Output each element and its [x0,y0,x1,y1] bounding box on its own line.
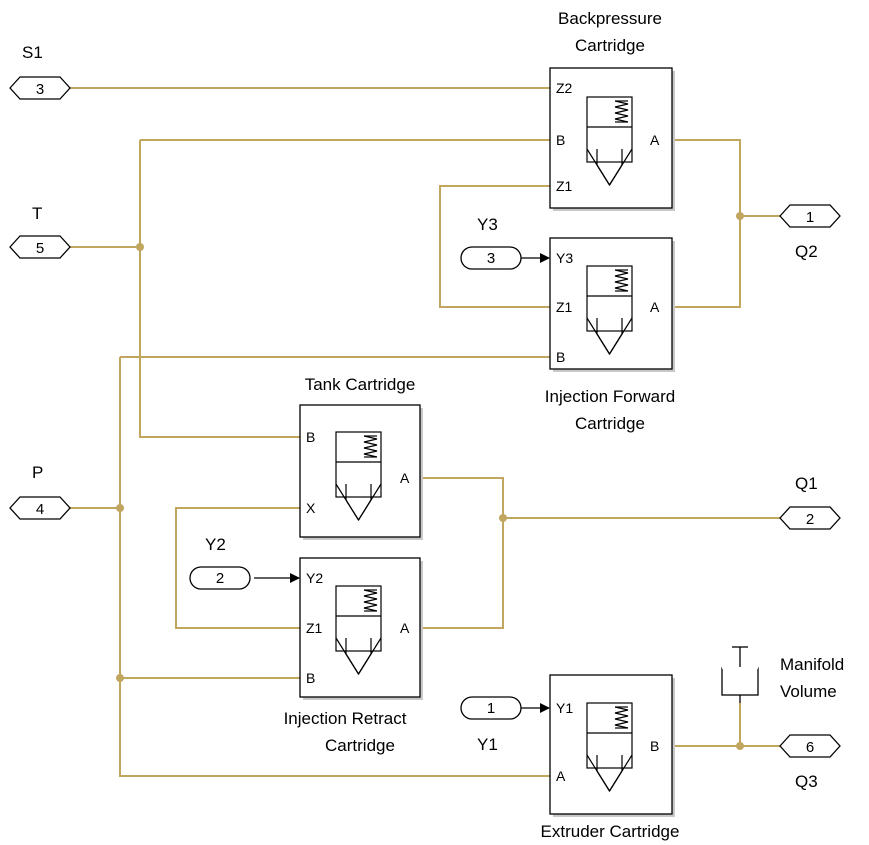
port-label: X [306,500,316,516]
port-label: A [400,620,410,636]
port-label: Z1 [556,299,573,315]
port-label: A [400,470,410,486]
inport-y1-label: Y1 [477,735,498,754]
port-label: Z1 [306,620,323,636]
junction-dot [116,674,124,682]
port-p-number: 4 [36,501,44,518]
port-label: Y2 [306,570,323,586]
junction-dot [116,504,124,512]
port-t-number: 5 [36,240,44,257]
hexagon-port-icon[interactable] [779,734,841,758]
block-body[interactable] [549,674,673,815]
block-tank-cartridge[interactable]: Tank Cartridge B X A [299,375,423,540]
port-label: B [306,670,315,686]
hexagon-port-icon[interactable] [9,496,71,520]
block-title: Injection Retract [284,709,407,728]
block-body[interactable] [549,67,673,209]
port-p-label: P [32,463,43,482]
block-manifold-volume[interactable]: Manifold Volume [721,646,844,703]
port-label: Z2 [556,80,573,96]
hydraulic-wires [68,87,780,777]
port-s1-number: 3 [36,81,44,98]
inport-oval-icon[interactable] [460,696,522,720]
port-q2[interactable]: 1 Q2 [779,204,841,261]
junction-dot [736,742,744,750]
block-title: Backpressure [558,9,662,28]
junction-dot [736,212,744,220]
block-title: Cartridge [325,736,395,755]
block-extruder-cartridge[interactable]: Y1 A B Extruder Cartridge [541,674,680,841]
port-s1-label: S1 [22,43,43,62]
wire-q2-bus[interactable] [672,139,741,308]
inport-y2-number: 2 [216,570,224,587]
port-q1-number: 2 [806,511,814,528]
block-title: Volume [780,682,837,701]
port-label: B [650,738,659,754]
wire-z1-loop-top[interactable] [439,185,550,308]
hexagon-port-icon[interactable] [9,76,71,100]
block-injection-retract-cartridge[interactable]: Y2 Z1 B A Injection Retract Cartridge [284,557,423,755]
port-label: Y3 [556,250,573,266]
port-t-label: T [32,204,42,223]
hexagon-port-icon[interactable] [779,506,841,530]
port-t[interactable]: T 5 [9,204,71,259]
junction-dots [116,212,744,750]
manifold-volume-icon[interactable] [721,667,759,696]
block-title: Manifold [780,655,844,674]
port-q2-label: Q2 [795,242,818,261]
wire-t-bus[interactable] [139,140,300,438]
block-injection-forward-cartridge[interactable]: Y3 Z1 B A Injection Forward Cartridge [545,237,675,433]
port-s1[interactable]: S1 3 [9,43,71,100]
port-q3-label: Q3 [795,772,818,791]
port-q1-label: Q1 [795,474,818,493]
port-label: Z1 [556,178,573,194]
wire-p-bus[interactable] [119,357,550,777]
port-label: Y1 [556,700,573,716]
inport-y1-number: 1 [487,700,495,717]
signal-lines [254,253,550,713]
inport-y3-label: Y3 [477,215,498,234]
inport-y2[interactable]: Y2 2 [189,535,251,590]
port-label: B [556,349,565,365]
port-p[interactable]: P 4 [9,463,71,520]
junction-dot [499,514,507,522]
block-title: Tank Cartridge [305,375,416,394]
hexagon-port-icon[interactable] [9,235,71,259]
hexagon-port-icon[interactable] [779,204,841,228]
block-body[interactable] [549,237,673,370]
block-title: Cartridge [575,414,645,433]
inport-y1[interactable]: 1 Y1 [460,696,522,754]
wire-q1-bus[interactable] [420,477,504,629]
inport-y3-number: 3 [487,250,495,267]
port-label: A [650,132,660,148]
inport-oval-icon[interactable] [460,246,522,270]
inport-y3[interactable]: Y3 3 [460,215,522,270]
port-label: A [650,299,660,315]
port-label: A [556,768,566,784]
port-q3-number: 6 [806,739,814,756]
inport-y2-label: Y2 [205,535,226,554]
port-q2-number: 1 [806,209,814,226]
inport-oval-icon[interactable] [189,566,251,590]
block-backpressure-cartridge[interactable]: Backpressure Cartridge Z2 B Z1 A [549,9,675,211]
block-title: Cartridge [575,36,645,55]
port-q1[interactable]: Q1 2 [779,474,841,530]
port-label: B [306,429,315,445]
block-body[interactable] [299,404,421,538]
port-label: B [556,132,565,148]
port-q3[interactable]: 6 Q3 [779,734,841,791]
block-body[interactable] [299,557,421,698]
block-title: Extruder Cartridge [541,822,680,841]
wire-z1-loop-bottom[interactable] [175,507,300,629]
junction-dot [136,243,144,251]
block-title: Injection Forward [545,387,675,406]
